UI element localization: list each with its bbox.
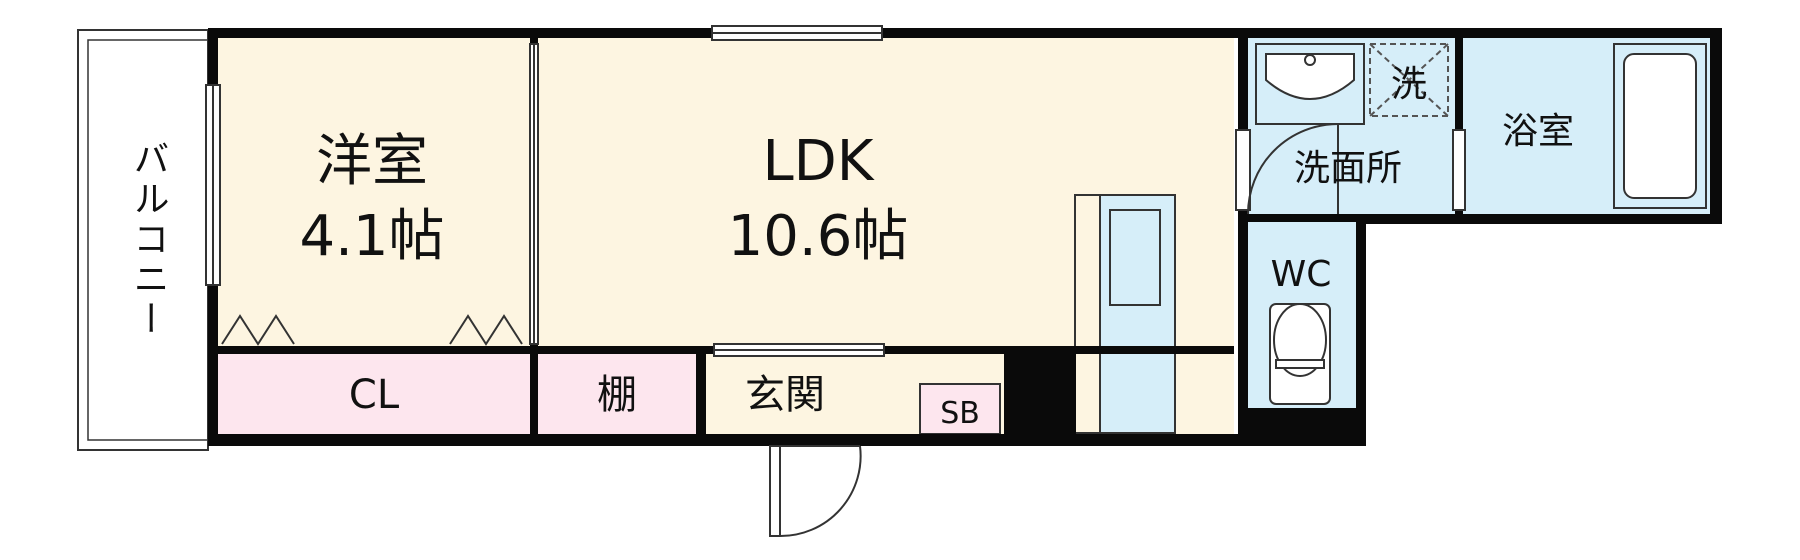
ldk-size: 10.6帖 bbox=[728, 204, 909, 269]
closet-folding-doors bbox=[221, 314, 523, 346]
western-room-floor bbox=[218, 38, 530, 346]
washer-pan bbox=[1369, 43, 1449, 117]
western-room-size: 4.1帖 bbox=[299, 204, 444, 269]
closet-label: CL bbox=[349, 372, 400, 418]
entrance-door bbox=[769, 445, 862, 538]
washroom-label: 洗面所 bbox=[1294, 148, 1402, 189]
balcony bbox=[77, 29, 209, 451]
closet-floor bbox=[218, 354, 530, 434]
entrance-label: 玄関 bbox=[745, 372, 825, 418]
kitchen-sink bbox=[1109, 209, 1161, 306]
windows bbox=[205, 25, 1466, 357]
washer-label: 洗 bbox=[1391, 64, 1427, 105]
bathroom-label: 浴室 bbox=[1502, 111, 1574, 152]
wash-basin bbox=[1255, 43, 1365, 125]
shelf-label: 棚 bbox=[597, 372, 637, 418]
balcony-label: バルコニー bbox=[128, 140, 169, 340]
toilet-fixture bbox=[1269, 303, 1331, 405]
washroom-door bbox=[1247, 123, 1339, 215]
western-room-name: 洋室 bbox=[316, 129, 428, 194]
shelf-floor bbox=[538, 354, 696, 434]
shoe-box-label: SB bbox=[940, 396, 980, 431]
shoe-box-floor bbox=[919, 383, 1001, 435]
toilet-label: WC bbox=[1271, 254, 1332, 295]
ldk-name: LDK bbox=[762, 129, 874, 194]
bathtub bbox=[1613, 43, 1707, 209]
